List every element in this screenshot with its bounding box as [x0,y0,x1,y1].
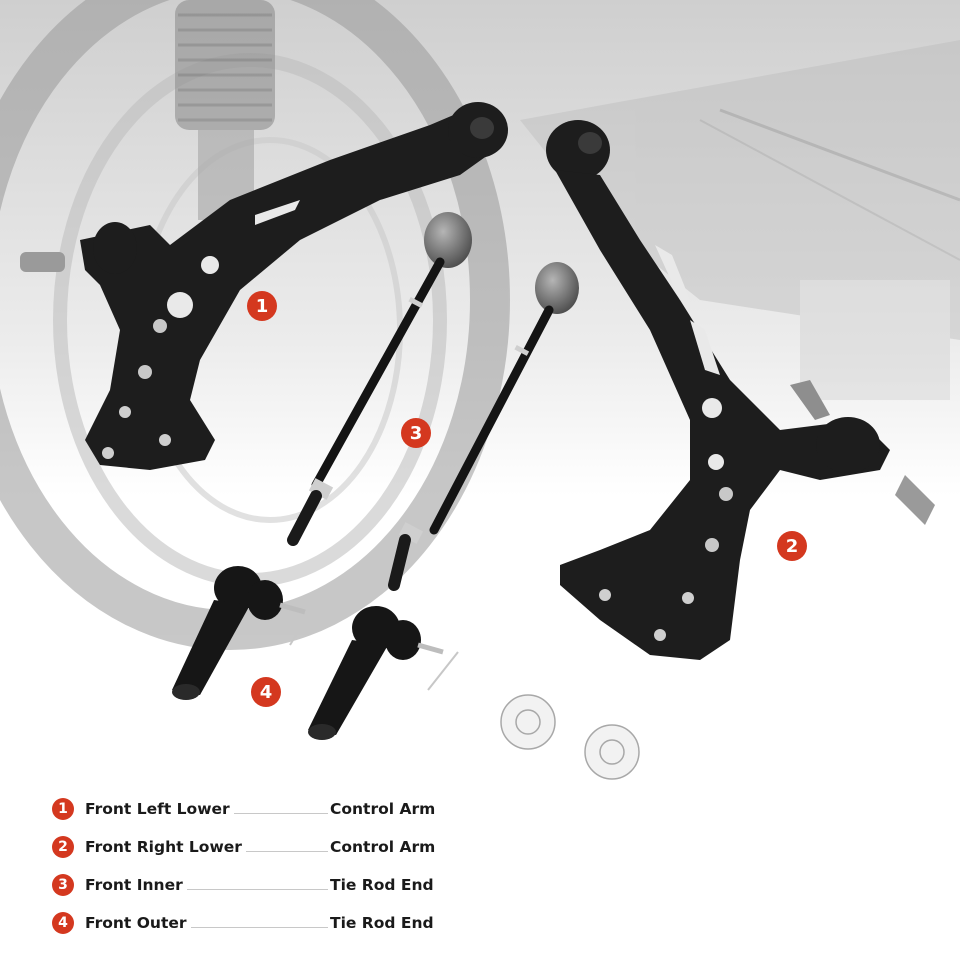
legend-leader-line [233,812,328,814]
callout-badge-1: 1 [247,291,277,321]
legend-item: 1 Front Left Lower Control Arm [52,790,436,828]
legend-leader-line [190,926,328,928]
legend-item: 2 Front Right Lower Control Arm [52,828,436,866]
legend-item: 3 Front Inner Tie Rod End [52,866,434,904]
legend-item-part: Tie Rod End [330,914,434,932]
background-subframe [520,40,960,400]
legend-item-name: Front Outer [85,914,187,932]
legend-item: 4 Front Outer Tie Rod End [52,904,434,942]
legend-item-part: Control Arm [330,800,436,818]
legend-number-badge: 3 [52,874,74,896]
legend-item-name: Front Left Lower [85,800,230,818]
callout-badge-2: 2 [777,531,807,561]
lock-washers [500,694,640,780]
callout-badge-3: 3 [401,418,431,448]
outer-tie-rod-ends [172,566,459,740]
legend-number-badge: 1 [52,798,74,820]
legend-item-part: Tie Rod End [330,876,434,894]
legend-item-part: Control Arm [330,838,436,856]
callout-badge-4: 4 [251,677,281,707]
legend-item-name: Front Right Lower [85,838,242,856]
front-left-control-arm [20,102,508,470]
legend-leader-line [245,850,328,852]
parts-legend: 1 Front Left Lower Control Arm 2 Front R… [52,790,436,942]
legend-number-badge: 2 [52,836,74,858]
legend-number-badge: 4 [52,912,74,934]
inner-tie-rod-ends [287,212,579,591]
legend-leader-line [186,888,328,890]
legend-item-name: Front Inner [85,876,183,894]
front-right-control-arm [546,120,935,660]
